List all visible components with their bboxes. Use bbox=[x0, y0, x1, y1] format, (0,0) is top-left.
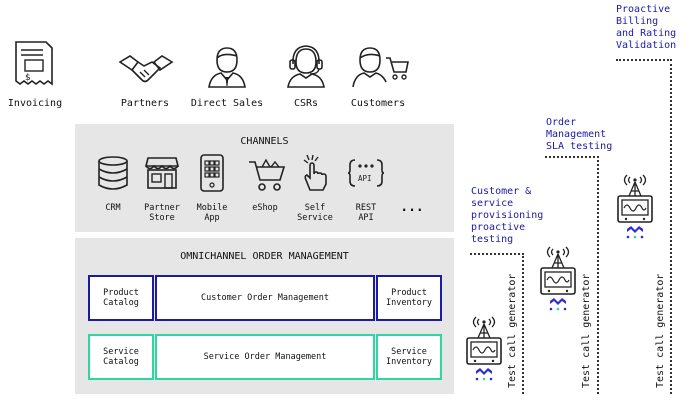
api-icon: API bbox=[347, 159, 385, 187]
service-inventory-box: Service Inventory bbox=[376, 334, 442, 380]
product-inventory-box: Product Inventory bbox=[376, 275, 442, 321]
testing-title: Proactive Billing and Rating Validation bbox=[616, 4, 677, 51]
channel-label-rest-api: REST API bbox=[355, 203, 377, 223]
channel-label-crm: CRM bbox=[105, 203, 121, 213]
persona-label: Direct Sales bbox=[190, 98, 264, 109]
step-line bbox=[470, 253, 524, 255]
channel-label-eshop: eShop bbox=[252, 203, 278, 213]
shopping-cart-customer-icon bbox=[352, 47, 409, 88]
channel-label-self-service: Self Service bbox=[297, 203, 333, 223]
mobile-phone-icon bbox=[200, 154, 224, 192]
step-line bbox=[522, 253, 524, 394]
testing-title: Customer & service provisioning proactiv… bbox=[471, 186, 544, 245]
customer-order-management-box: Customer Order Management bbox=[155, 275, 375, 321]
service-inventory-label: Service Inventory bbox=[385, 347, 433, 367]
test-call-generator-label: Test call generator bbox=[581, 273, 592, 388]
test-call-generator-label: Test call generator bbox=[507, 273, 518, 388]
step-line bbox=[545, 156, 599, 158]
touch-hand-icon bbox=[303, 154, 327, 191]
omnichannel-panel: OMNICHANNEL ORDER MANAGEMENT Product Cat… bbox=[75, 238, 454, 394]
customer-order-management-label: Customer Order Management bbox=[201, 293, 329, 303]
persona-label: Customers bbox=[350, 98, 406, 109]
testing-title: Order Management SLA testing bbox=[546, 117, 613, 152]
channels-panel: CHANNELS CRM Partner Store Mobile App bbox=[75, 124, 454, 232]
product-catalog-box: Product Catalog bbox=[88, 275, 154, 321]
product-inventory-label: Product Inventory bbox=[385, 288, 433, 308]
channels-title: CHANNELS bbox=[240, 136, 289, 147]
persona-label: Invoicing bbox=[7, 98, 63, 109]
service-catalog-label: Service Catalog bbox=[103, 347, 139, 367]
salesperson-icon bbox=[208, 47, 246, 88]
test-probe-icon bbox=[466, 316, 502, 381]
step-line bbox=[597, 156, 599, 394]
step-line bbox=[670, 59, 672, 394]
storefront-icon bbox=[144, 157, 180, 189]
test-probe-icon bbox=[617, 174, 653, 239]
service-order-management-label: Service Order Management bbox=[203, 352, 327, 362]
omnichannel-title: OMNICHANNEL ORDER MANAGEMENT bbox=[180, 251, 349, 262]
channel-label-mobile-app: Mobile App bbox=[196, 203, 228, 223]
database-icon bbox=[98, 156, 128, 190]
test-probe-icon bbox=[540, 246, 576, 311]
shopping-cart-icon bbox=[249, 158, 286, 191]
persona-label: CSRs bbox=[293, 98, 319, 109]
product-catalog-label: Product Catalog bbox=[103, 288, 139, 308]
channel-label-partner-store: Partner Store bbox=[144, 203, 180, 223]
channels-more: ... bbox=[400, 200, 424, 215]
service-order-management-box: Service Order Management bbox=[155, 334, 375, 380]
headset-agent-icon bbox=[287, 45, 325, 88]
service-catalog-box: Service Catalog bbox=[88, 334, 154, 380]
svg-text:$: $ bbox=[25, 73, 31, 83]
invoice-icon: $ bbox=[15, 41, 53, 86]
handshake-icon bbox=[118, 55, 174, 83]
step-line bbox=[616, 59, 672, 61]
persona-label: Partners bbox=[120, 98, 170, 109]
api-icon-text: API bbox=[358, 174, 372, 183]
test-call-generator-label: Test call generator bbox=[655, 273, 666, 388]
